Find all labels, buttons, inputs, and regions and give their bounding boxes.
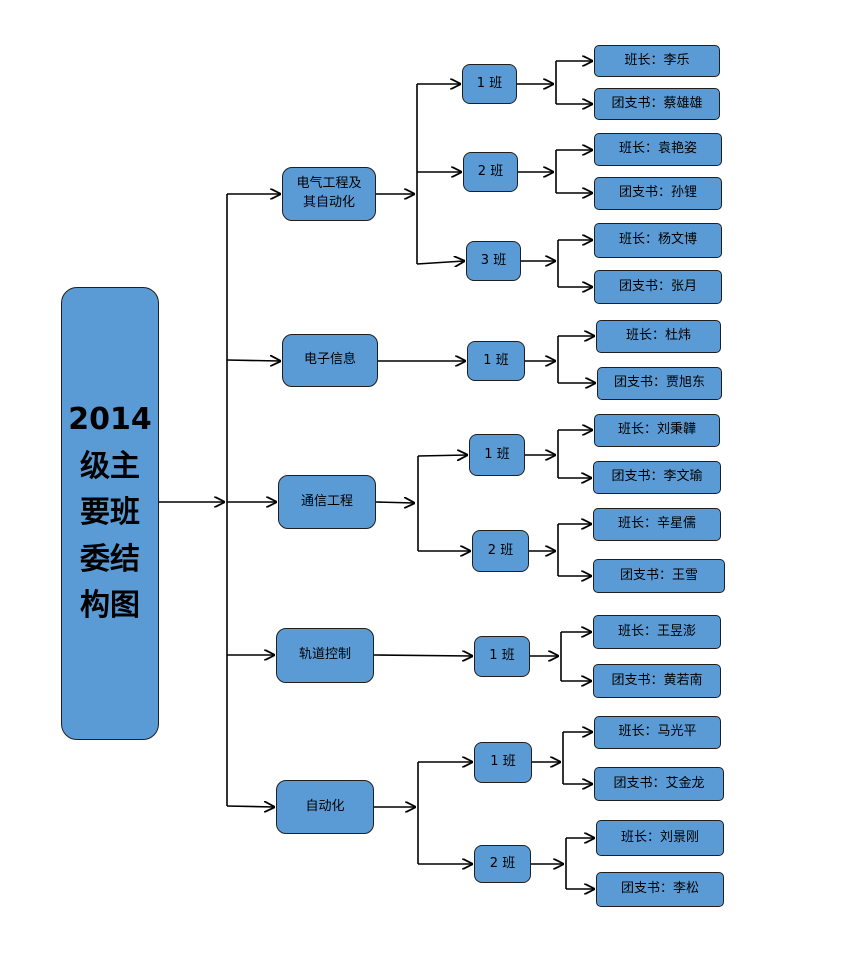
connector-arrow — [417, 455, 467, 456]
class-box: 2 班 — [474, 845, 531, 883]
secretary-box: 团支书：贾旭东 — [597, 367, 722, 400]
connector-arrow — [375, 502, 414, 503]
secretary-box: 团支书：张月 — [594, 270, 722, 304]
monitor-box: 班长：王昱澎 — [593, 615, 721, 649]
class-box: 3 班 — [466, 241, 521, 281]
department-box: 电子信息 — [282, 334, 378, 387]
monitor-box: 班长：刘景刚 — [596, 820, 724, 856]
monitor-box: 班长：杨文博 — [594, 223, 722, 258]
class-box: 2 班 — [463, 152, 518, 192]
department-box: 通信工程 — [278, 475, 376, 529]
secretary-box: 团支书：蔡雄雄 — [594, 88, 720, 120]
monitor-box: 班长：袁艳姿 — [594, 133, 722, 166]
secretary-box: 团支书：李文瑜 — [593, 461, 721, 494]
connector-arrow — [416, 261, 464, 264]
class-box: 1 班 — [474, 636, 530, 677]
connector-arrow — [226, 360, 280, 361]
department-box: 轨道控制 — [276, 628, 374, 683]
secretary-box: 团支书：李松 — [596, 872, 724, 907]
root-title-box: 2014 级主 要班 委结 构图 — [61, 287, 159, 740]
monitor-box: 班长：马光平 — [594, 716, 721, 749]
root-line: 级主 — [80, 448, 140, 484]
root-title: 2014 级主 要班 委结 构图 — [68, 397, 152, 630]
department-box: 电气工程及 其自动化 — [282, 167, 376, 221]
class-box: 1 班 — [469, 434, 525, 476]
monitor-box: 班长：刘秉韡 — [594, 414, 720, 447]
secretary-box: 团支书：孙锂 — [594, 177, 722, 210]
monitor-box: 班长：杜炜 — [596, 320, 721, 353]
class-box: 1 班 — [467, 341, 525, 381]
secretary-box: 团支书：艾金龙 — [594, 767, 724, 801]
connector-arrow — [373, 655, 472, 656]
root-line: 2014 — [68, 402, 152, 438]
department-box: 自动化 — [276, 780, 374, 834]
secretary-box: 团支书：黄若南 — [593, 664, 721, 698]
class-box: 1 班 — [474, 742, 532, 783]
monitor-box: 班长：李乐 — [594, 45, 720, 77]
root-line: 委结 — [80, 541, 140, 577]
monitor-box: 班长：辛星儒 — [593, 508, 721, 541]
secretary-box: 团支书：王雪 — [593, 559, 725, 593]
class-box: 2 班 — [472, 530, 529, 572]
root-line: 构图 — [80, 588, 140, 624]
root-line: 要班 — [80, 495, 140, 531]
connector-arrow — [226, 806, 274, 807]
class-box: 1 班 — [462, 64, 517, 104]
